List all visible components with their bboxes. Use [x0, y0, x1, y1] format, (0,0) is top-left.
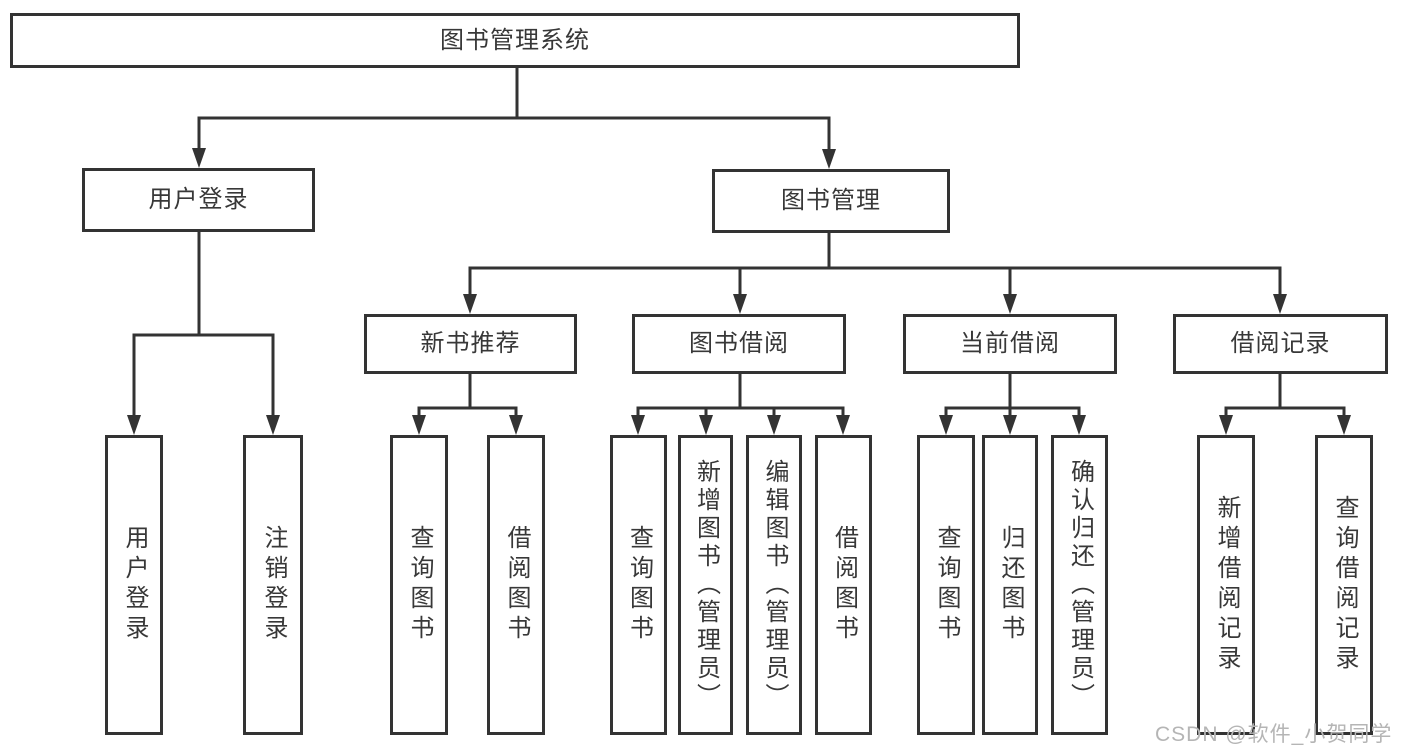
- leaf-add-book-admin: 新增图书（管理员）: [678, 435, 733, 735]
- node-label: 图书管理: [781, 187, 881, 214]
- node-label: 确认归还（管理员）: [1066, 459, 1094, 711]
- arrow-down-icon: [836, 415, 850, 435]
- node-label: 借阅图书: [830, 525, 858, 645]
- node-label: 借阅图书: [503, 525, 530, 645]
- arrow-down-icon: [631, 415, 645, 435]
- leaf-query-books-borrow: 查询图书: [610, 435, 667, 735]
- csdn-watermark: CSDN @软件_小贺同学: [1155, 723, 1393, 746]
- arrow-down-icon: [1337, 415, 1351, 435]
- leaf-query-borrow-record: 查询借阅记录: [1315, 435, 1373, 735]
- arrow-down-icon: [127, 415, 141, 435]
- node-label: 查询借阅记录: [1331, 495, 1358, 675]
- leaf-logout: 注销登录: [243, 435, 303, 735]
- node-label: 注销登录: [260, 525, 287, 645]
- node-label: 查询图书: [625, 525, 653, 645]
- node-root-system: 图书管理系统: [10, 13, 1020, 68]
- arrow-down-icon: [733, 294, 747, 314]
- leaf-query-books-recommend: 查询图书: [390, 435, 448, 735]
- arrow-down-icon: [1219, 415, 1233, 435]
- arrow-down-icon: [412, 415, 426, 435]
- node-new-book-recommend: 新书推荐: [364, 314, 577, 374]
- node-label: 图书管理系统: [440, 26, 590, 54]
- node-label: 用户登录: [148, 186, 249, 213]
- leaf-query-books-current: 查询图书: [917, 435, 975, 735]
- node-label: 查询图书: [933, 525, 960, 645]
- node-label: 新增图书（管理员）: [692, 459, 720, 711]
- leaf-borrow-books: 借阅图书: [815, 435, 872, 735]
- arrow-down-icon: [822, 149, 836, 169]
- node-label: 编辑图书（管理员）: [761, 459, 788, 711]
- arrowheads: [127, 148, 1351, 435]
- arrow-down-icon: [1003, 415, 1017, 435]
- node-label: 归还图书: [997, 525, 1024, 645]
- node-current-borrow: 当前借阅: [903, 314, 1117, 374]
- leaf-user-login: 用户登录: [105, 435, 163, 735]
- node-label: 借阅记录: [1230, 330, 1331, 357]
- arrow-down-icon: [767, 415, 781, 435]
- leaf-borrow-books-recommend: 借阅图书: [487, 435, 545, 735]
- arrow-down-icon: [509, 415, 523, 435]
- arrow-down-icon: [1072, 415, 1086, 435]
- node-label: 新书推荐: [420, 330, 521, 357]
- node-user-login: 用户登录: [82, 168, 315, 232]
- leaf-edit-book-admin: 编辑图书（管理员）: [746, 435, 802, 735]
- node-label: 查询图书: [406, 525, 433, 645]
- node-label: 新增借阅记录: [1213, 495, 1240, 675]
- arrow-down-icon: [192, 148, 206, 168]
- arrow-down-icon: [266, 415, 280, 435]
- arrow-down-icon: [1003, 294, 1017, 314]
- leaf-return-books: 归还图书: [982, 435, 1038, 735]
- arrow-down-icon: [1273, 294, 1287, 314]
- arrow-down-icon: [699, 415, 713, 435]
- leaf-add-borrow-record: 新增借阅记录: [1197, 435, 1255, 735]
- node-book-management: 图书管理: [712, 169, 950, 233]
- arrow-down-icon: [939, 415, 953, 435]
- leaf-confirm-return-admin: 确认归还（管理员）: [1051, 435, 1108, 735]
- node-label: 用户登录: [121, 525, 148, 645]
- arrow-down-icon: [463, 294, 477, 314]
- node-label: 当前借阅: [960, 330, 1060, 357]
- node-borrow-records: 借阅记录: [1173, 314, 1388, 374]
- node-label: 图书借阅: [689, 330, 789, 357]
- node-book-borrow: 图书借阅: [632, 314, 846, 374]
